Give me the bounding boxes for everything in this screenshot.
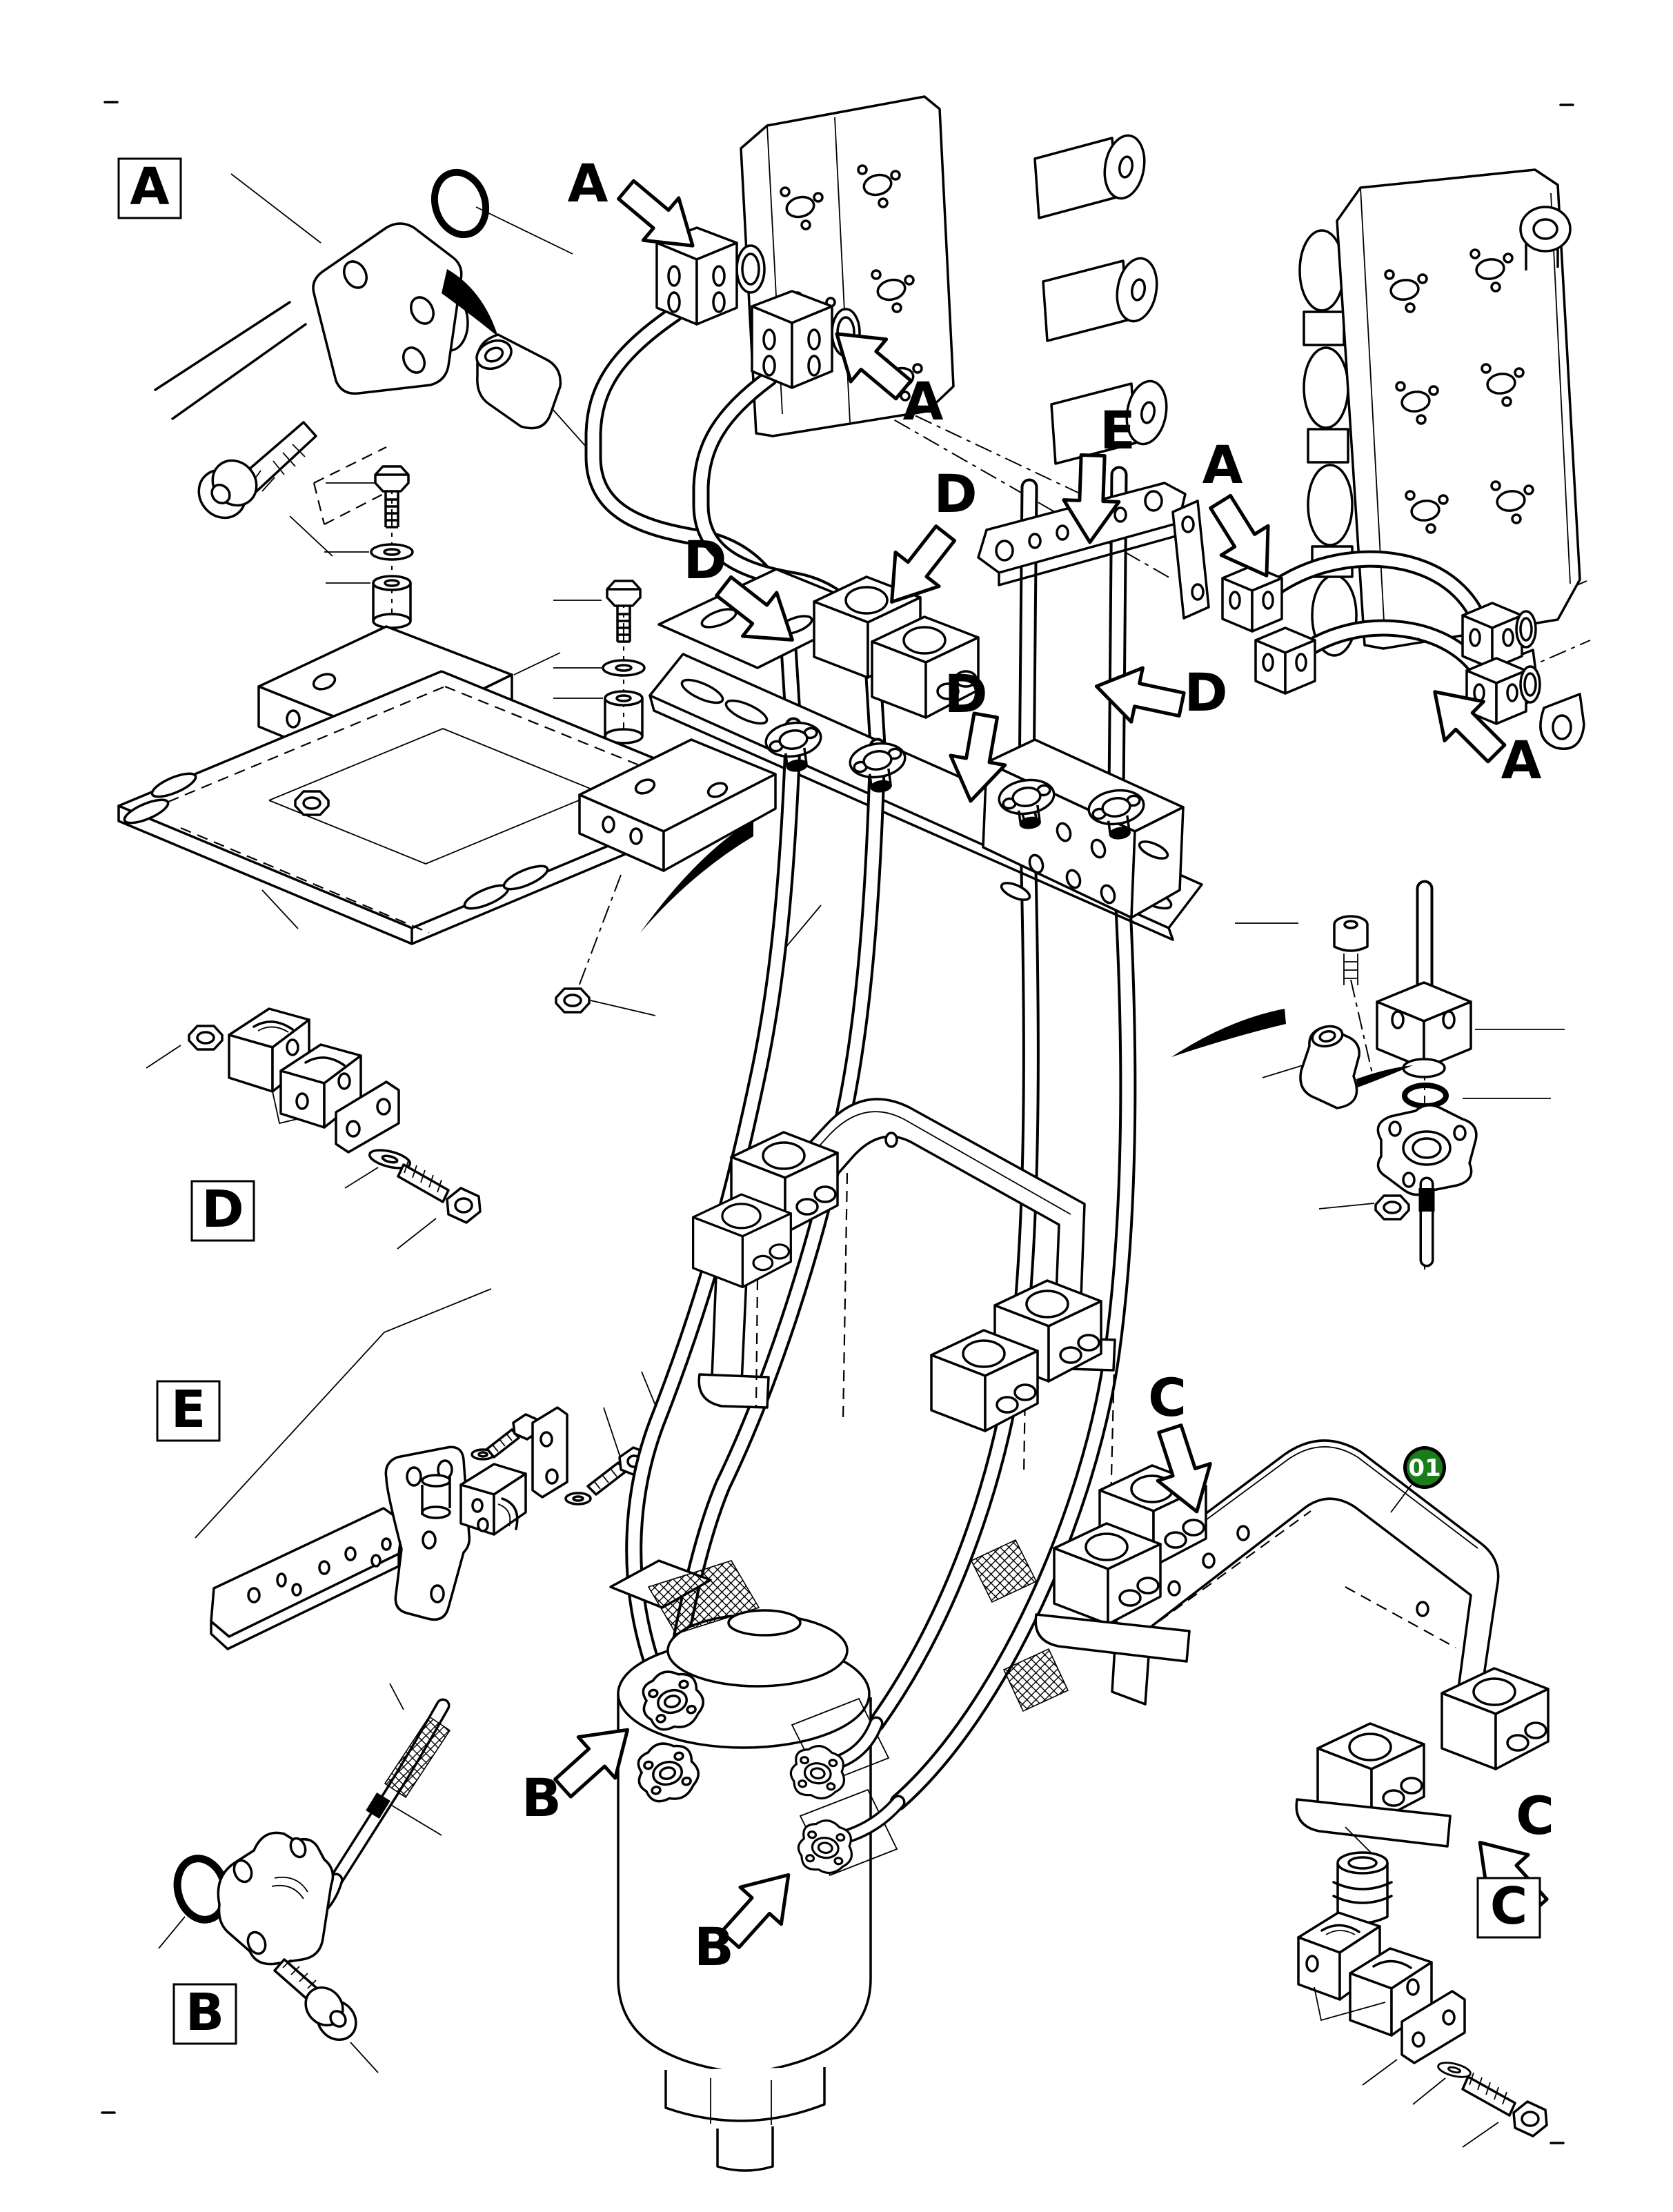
part-number-text: 01 — [1408, 1454, 1441, 1482]
detail-box-labels: A D E B C — [117, 157, 1541, 2045]
washer — [602, 659, 646, 677]
detail-box-e: E — [156, 1380, 221, 1442]
solenoid-cylinders — [1033, 134, 1168, 465]
tube-flange-block — [1221, 564, 1283, 633]
callout-letter-b: B — [522, 1767, 562, 1828]
spacer-washers-bolts — [421, 1406, 650, 1519]
washer — [1436, 2059, 1473, 2081]
bottom-right-clamp-bracket: 01 — [1034, 1439, 1550, 1848]
callout-letter-d: D — [944, 663, 987, 724]
tube-flange-block — [1376, 981, 1472, 1078]
callout-letter-d: D — [1184, 662, 1227, 723]
hex-nut — [188, 1025, 224, 1051]
callout-letter-a: A — [1202, 434, 1243, 495]
callout-letter-a: A — [1501, 729, 1542, 791]
port-clusters — [1384, 248, 1534, 534]
washer — [370, 543, 414, 561]
callout-letter-c: C — [1516, 1785, 1554, 1846]
hex-bolt — [397, 1160, 482, 1224]
alignment-centerlines — [765, 344, 1591, 685]
socket-head-bolt — [1333, 915, 1369, 985]
oval-flange — [1376, 1104, 1478, 1196]
svg-text:E: E — [171, 1380, 206, 1439]
clamp-half-lower — [1314, 1947, 1433, 2037]
pipe-clamp-block — [1441, 1667, 1550, 1770]
socket-head-screw — [273, 1958, 357, 2042]
crop-marks — [101, 101, 1574, 2144]
detail-box-d: D — [190, 1180, 255, 1242]
detail-a-flange-plug-assembly — [154, 168, 598, 557]
saddle-bracket-middle — [692, 1098, 1116, 1505]
link-plate — [1171, 500, 1210, 620]
callout-letter-c: C — [1148, 1367, 1187, 1428]
hex-nut — [1374, 1194, 1410, 1221]
clamp-plate — [1400, 1990, 1466, 2064]
plug — [1299, 1025, 1360, 1109]
detail-box-c: C — [1476, 1877, 1541, 1939]
lifting-eye — [1519, 206, 1572, 270]
braided-hose-section — [1002, 1648, 1069, 1712]
mounting-bracket-exploded-assembly — [117, 465, 777, 1016]
elbow-fittings-right — [786, 1697, 906, 1877]
callout-arrow-d — [1091, 660, 1187, 731]
clamp-plate — [335, 1080, 400, 1154]
tube-flange — [312, 222, 463, 395]
tube-flange-block — [1461, 602, 1537, 670]
hex-nut — [294, 790, 330, 816]
detail-d-clamp-assembly — [146, 1007, 482, 1250]
rubber-grommet — [1332, 1851, 1393, 1924]
tube-assembly-right — [1221, 550, 1541, 725]
svg-text:D: D — [201, 1180, 244, 1239]
callout-letter-a: A — [903, 371, 944, 432]
tube-flange-block — [1254, 626, 1316, 695]
detail-box-b: B — [172, 1983, 237, 2045]
hex-bolt — [1461, 2072, 1548, 2137]
clamp-half-upper — [1297, 1911, 1381, 2001]
rotate-arrow — [442, 269, 498, 337]
braided-hose-section — [647, 1560, 760, 1635]
t-bracket — [384, 1445, 471, 1621]
svg-text:B: B — [186, 1983, 224, 2042]
spacer — [604, 690, 644, 744]
clamp-block-pair — [459, 1463, 527, 1536]
callout-letter-d: D — [683, 529, 726, 591]
split-flange-clamp — [217, 1831, 335, 1966]
cylinder-assembly — [609, 1539, 1069, 2172]
tube-flange-block — [1465, 657, 1541, 725]
valve-manifold-right — [1298, 168, 1585, 750]
detail-c-clamp-assembly — [1297, 1826, 1548, 2148]
detail-box-a: A — [117, 157, 182, 219]
right-flange-exploded-detail — [1235, 880, 1565, 1270]
socket-head-bolt — [197, 421, 317, 520]
clamp-half-lower — [279, 1043, 362, 1129]
braided-hose-section — [970, 1539, 1038, 1603]
svg-text:A: A — [130, 157, 169, 217]
direction-swoosh-arrows — [640, 820, 1413, 1087]
o-ring — [430, 168, 490, 239]
angled-support-bracket — [982, 738, 1185, 919]
long-strip-plate — [210, 1507, 404, 1650]
part-number-badge[interactable]: 01 — [1390, 1446, 1446, 1513]
svg-text:C: C — [1490, 1877, 1527, 1936]
callout-letter-e: E — [1100, 399, 1136, 461]
callouts: A A A A D D D D E B B C C — [522, 152, 1558, 1977]
pipe-clamp-block — [692, 1193, 792, 1289]
callout-letter-a: A — [568, 152, 608, 214]
detail-b-elbow-fitting — [158, 1698, 451, 2073]
detail-e-support-exploded — [195, 1288, 664, 1710]
hex-nut — [555, 987, 591, 1014]
hex-end-cap — [664, 2067, 826, 2172]
tube-flange-block — [655, 226, 766, 326]
braided-hose-section — [384, 1715, 451, 1799]
pipe-clamp-block — [930, 1329, 1039, 1432]
callout-letter-b: B — [694, 1916, 734, 1977]
callout-letter-d: D — [933, 463, 977, 524]
angle-bracket-right — [578, 738, 777, 872]
